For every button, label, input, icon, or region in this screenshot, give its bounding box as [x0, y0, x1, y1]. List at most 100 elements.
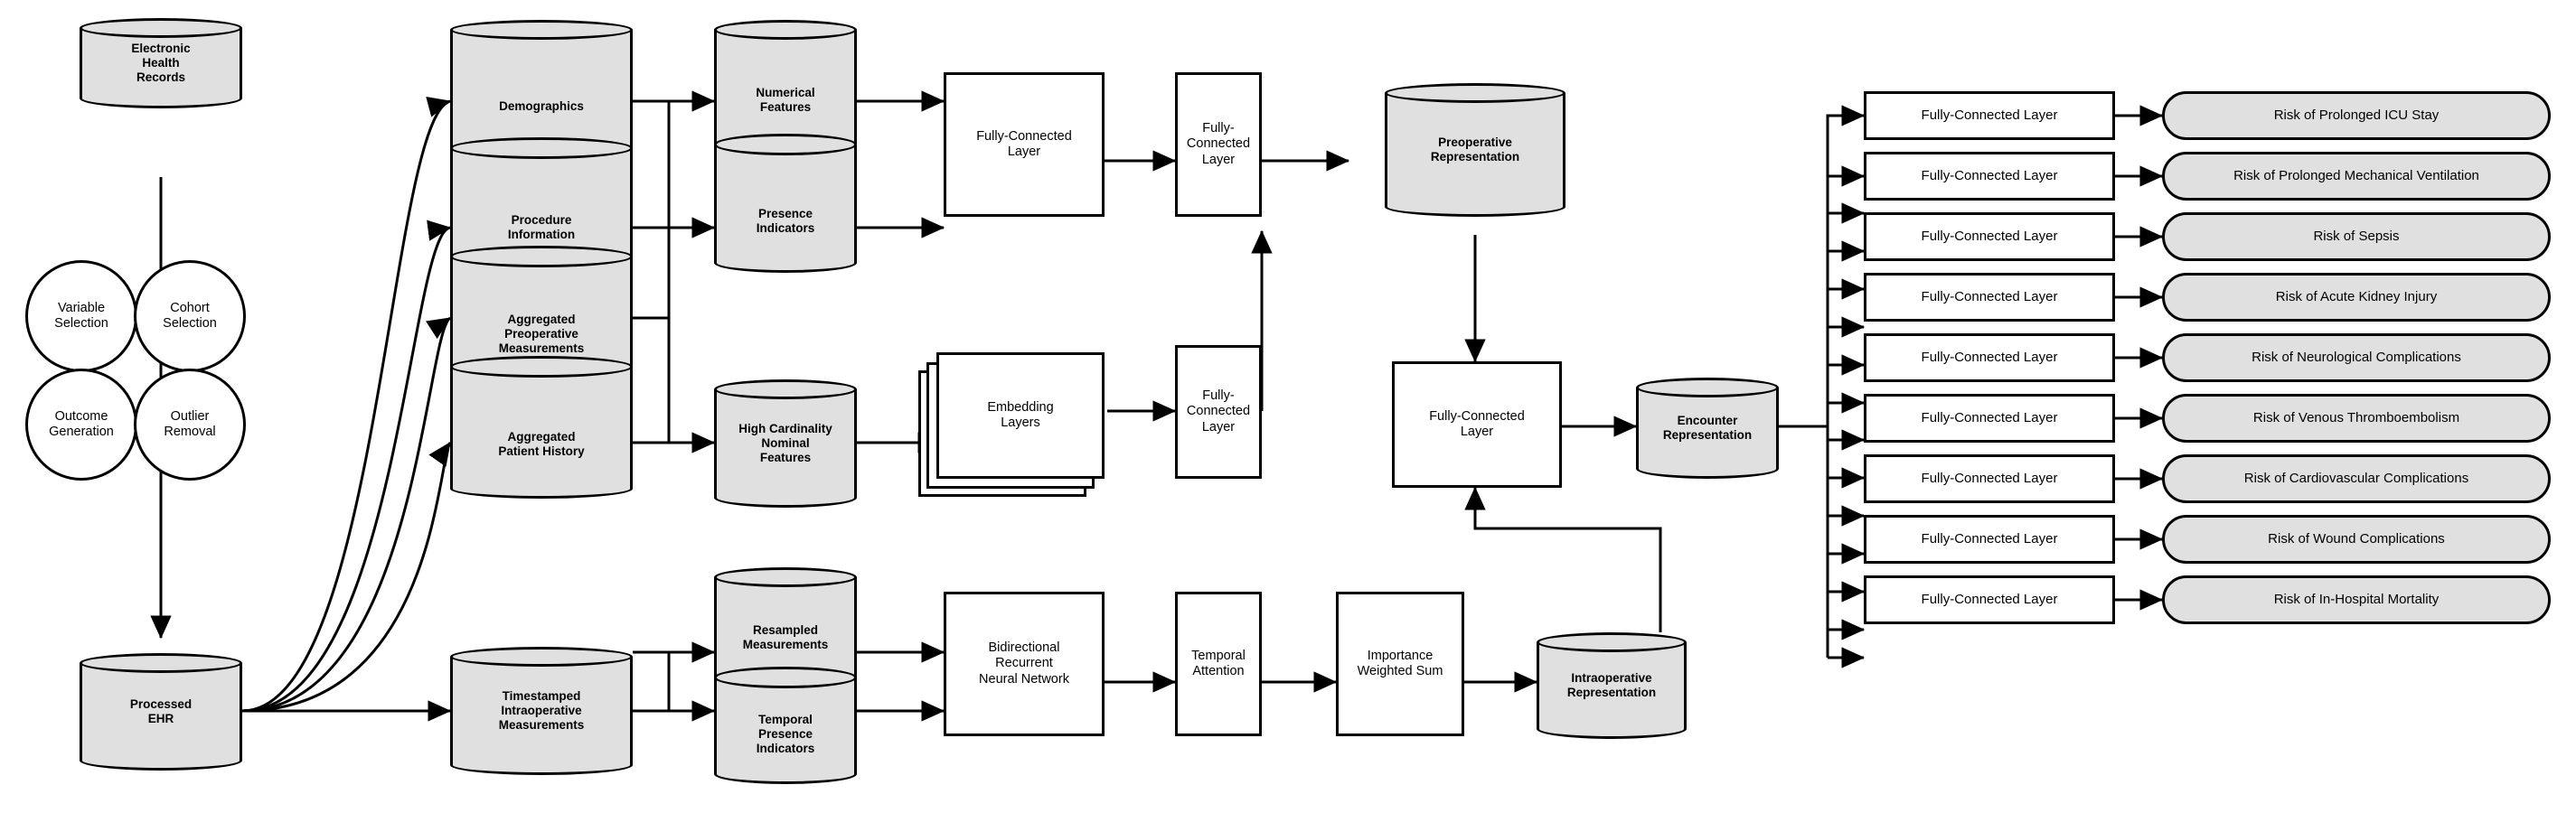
fc-preop-merge-line-2: Layer [1201, 152, 1236, 167]
output-risk-3[interactable]: Risk of Sepsis [2162, 212, 2551, 261]
cylinder-high-cardinality-nominal-features: High Cardinality Nominal Features [714, 379, 857, 508]
cylinder-top [1636, 378, 1779, 397]
cylinder-body [714, 389, 857, 498]
box-bidirectional-recurrent-neural-network[interactable]: Bidirectional Recurrent Neural Network [944, 592, 1105, 736]
risk-label-3: Risk of Sepsis [2313, 229, 2400, 245]
resampled-line-1: Resampled [752, 623, 818, 638]
output-risk-6[interactable]: Risk of Venous Thromboembolism [2162, 394, 2551, 443]
risk-label-7: Risk of Cardiovascular Complications [2243, 471, 2469, 487]
box-importance-weighted-sum[interactable]: Importance Weighted Sum [1336, 592, 1464, 736]
head-fc-label-9: Fully-Connected Layer [1921, 592, 2058, 608]
high-card-line-1: High Cardinality [738, 422, 832, 436]
cylinder-label: Preoperative Representation [1385, 83, 1565, 217]
circle-outlier-removal[interactable]: Outlier Removal [134, 369, 246, 481]
cylinder-top [714, 567, 857, 587]
stack-separator-1 [450, 137, 633, 159]
circle-cohort-selection[interactable]: Cohort Selection [134, 260, 246, 372]
fc-embedding-line-2: Layer [1201, 419, 1236, 435]
head-fc-label-8: Fully-Connected Layer [1921, 531, 2058, 547]
box-fully-connected-head-1[interactable]: Fully-Connected Layer [1864, 91, 2115, 140]
attention-line-2: Attention [1192, 664, 1245, 678]
segment-resampled-measurements: Resampled Measurements [714, 594, 857, 681]
box-temporal-attention[interactable]: Temporal Attention [1175, 592, 1262, 736]
demographics-label: Demographics [499, 99, 584, 114]
preoperative-rep-line-2: Representation [1430, 150, 1520, 164]
cylinder-body [1537, 642, 1687, 729]
head-fc-label-6: Fully-Connected Layer [1921, 410, 2058, 426]
agg-preop-line-1: Aggregated [507, 313, 576, 327]
box-fully-connected-head-8[interactable]: Fully-Connected Layer [1864, 515, 2115, 564]
fc-static-line-2: Layer [1007, 145, 1041, 159]
output-risk-2[interactable]: Risk of Prolonged Mechanical Ventilation [2162, 152, 2551, 201]
cylinder-top [1385, 83, 1565, 103]
temporal-presence-line-1: Temporal [758, 713, 813, 727]
box-fully-connected-layer-static[interactable]: Fully-Connected Layer [944, 72, 1105, 217]
processed-ehr-line-1: Processed [129, 697, 193, 712]
box-fully-connected-head-7[interactable]: Fully-Connected Layer [1864, 454, 2115, 503]
box-fully-connected-head-2[interactable]: Fully-Connected Layer [1864, 152, 2115, 201]
head-fc-label-2: Fully-Connected Layer [1921, 168, 2058, 184]
ehr-line-1: Electronic [131, 42, 191, 56]
box-fully-connected-head-9[interactable]: Fully-Connected Layer [1864, 575, 2115, 624]
risk-label-4: Risk of Acute Kidney Injury [2275, 289, 2438, 305]
cylinder-body [450, 657, 633, 765]
variable-selection-line-1: Variable [57, 300, 106, 315]
cylinder-label: Electronic Health Records [80, 18, 242, 108]
agg-preop-line-3: Measurements [498, 341, 585, 355]
box-fully-connected-head-6[interactable]: Fully-Connected Layer [1864, 394, 2115, 443]
brnn-line-2: Recurrent [995, 656, 1053, 671]
box-fully-connected-head-3[interactable]: Fully-Connected Layer [1864, 212, 2115, 261]
segment-procedure-information: Procedure Information [450, 175, 633, 280]
risk-label-2: Risk of Prolonged Mechanical Ventilation [2233, 168, 2479, 184]
cohort-selection-line-2: Selection [163, 316, 217, 331]
temporal-presence-line-3: Indicators [756, 741, 815, 755]
encounter-rep-line-2: Representation [1662, 428, 1753, 442]
box-fully-connected-layer-embedding[interactable]: Fully-Connected Layer [1175, 345, 1262, 479]
segment-temporal-presence-indicators: Temporal Presence Indicators [714, 685, 857, 784]
cylinder-processed-ehr: Processed EHR [80, 653, 242, 771]
ehr-line-2: Health [142, 56, 180, 70]
cylinder-label: Intraoperative Representation [1537, 632, 1687, 739]
circle-outcome-generation[interactable]: Outcome Generation [25, 369, 137, 481]
embedding-sheet-front: Embedding Layers [936, 352, 1105, 479]
box-fully-connected-head-5[interactable]: Fully-Connected Layer [1864, 333, 2115, 382]
cylinder-static-data-stack: Demographics Procedure Information Aggre… [450, 20, 633, 499]
output-risk-1[interactable]: Risk of Prolonged ICU Stay [2162, 91, 2551, 140]
cylinder-feature-stack: Numerical Features Presence Indicators [714, 20, 857, 273]
head-fc-label-4: Fully-Connected Layer [1921, 289, 2058, 305]
box-fully-connected-layer-encounter[interactable]: Fully-Connected Layer [1392, 361, 1562, 488]
output-risk-5[interactable]: Risk of Neurological Complications [2162, 333, 2551, 382]
timestamped-line-2: Intraoperative [501, 704, 582, 718]
box-fully-connected-head-4[interactable]: Fully-Connected Layer [1864, 273, 2115, 322]
output-risk-8[interactable]: Risk of Wound Complications [2162, 515, 2551, 564]
fc-encounter-line-1: Fully-Connected [1429, 408, 1525, 424]
fc-encounter-line-2: Layer [1460, 425, 1494, 439]
output-risk-4[interactable]: Risk of Acute Kidney Injury [2162, 273, 2551, 322]
resampled-line-2: Measurements [742, 638, 829, 651]
risk-label-8: Risk of Wound Complications [2268, 531, 2445, 547]
encounter-rep-line-1: Encounter [1677, 414, 1738, 428]
cylinder-body [1636, 388, 1779, 469]
box-fully-connected-layer-preoperative-merge[interactable]: Fully-Connected Layer [1175, 72, 1262, 217]
cylinder-body [1385, 93, 1565, 207]
temporal-stack-separator [714, 667, 857, 688]
circle-variable-selection[interactable]: Variable Selection [25, 260, 137, 372]
high-card-line-2: Nominal [761, 436, 810, 451]
output-risk-9[interactable]: Risk of In-Hospital Mortality [2162, 575, 2551, 624]
numerical-features-line-2: Features [759, 100, 812, 114]
stack-embedding-layers[interactable]: Embedding Layers [918, 352, 1110, 506]
cylinder-top [450, 20, 633, 40]
segment-demographics: Demographics [450, 54, 633, 159]
cylinder-top [714, 20, 857, 40]
stack-separator-2 [450, 246, 633, 267]
weighted-sum-line-1: Importance [1367, 648, 1434, 663]
output-risk-7[interactable]: Risk of Cardiovascular Complications [2162, 454, 2551, 503]
cylinder-top [80, 653, 242, 673]
timestamped-line-3: Measurements [498, 717, 585, 732]
cylinder-label: Encounter Representation [1636, 378, 1779, 479]
segment-presence-indicators: Presence Indicators [714, 172, 857, 271]
segment-aggregated-preoperative-measurements: Aggregated Preoperative Measurements [450, 282, 633, 387]
agg-history-line-2: Patient History [498, 444, 585, 458]
feature-stack-separator [714, 134, 857, 155]
ehr-line-3: Records [136, 70, 186, 84]
